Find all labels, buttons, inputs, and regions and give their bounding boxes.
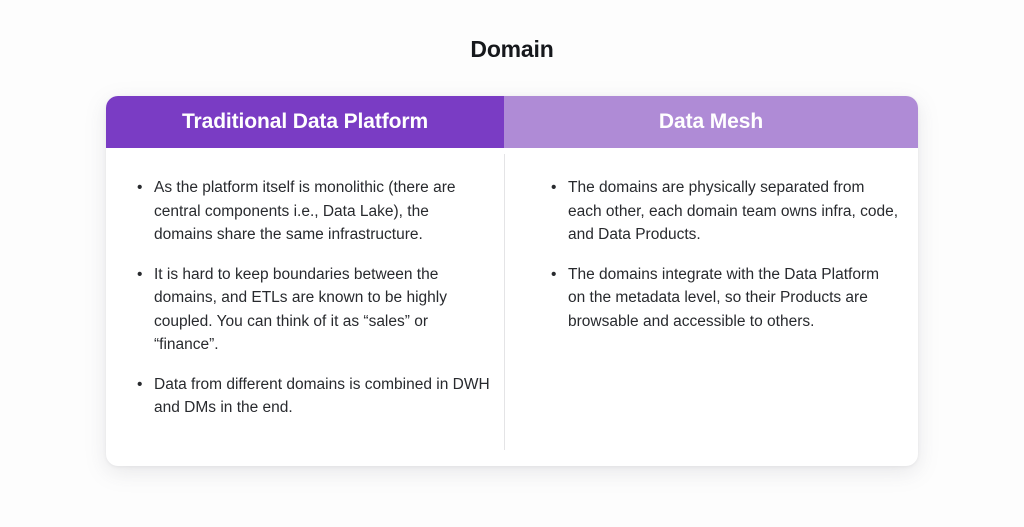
column-divider bbox=[504, 154, 505, 450]
list-item: • Data from different domains is combine… bbox=[137, 373, 490, 420]
list-item: • The domains integrate with the Data Pl… bbox=[551, 263, 900, 334]
list-item-text: As the platform itself is monolithic (th… bbox=[154, 179, 456, 243]
column-traditional-data-platform: • As the platform itself is monolithic (… bbox=[106, 148, 504, 466]
comparison-card: Traditional Data Platform Data Mesh • As… bbox=[106, 96, 918, 466]
column-header-data-mesh: Data Mesh bbox=[504, 96, 918, 148]
list-item-text: Data from different domains is combined … bbox=[154, 375, 490, 417]
bullet-list-data-mesh: • The domains are physically separated f… bbox=[551, 176, 900, 333]
list-item-text: The domains integrate with the Data Plat… bbox=[568, 265, 880, 330]
bullet-icon: • bbox=[551, 179, 557, 196]
list-item-text: The domains are physically separated fro… bbox=[568, 179, 899, 243]
list-item-text: It is hard to keep boundaries between th… bbox=[154, 265, 447, 354]
column-data-mesh: • The domains are physically separated f… bbox=[504, 148, 918, 466]
list-item: • It is hard to keep boundaries between … bbox=[137, 263, 490, 357]
list-item: • The domains are physically separated f… bbox=[551, 176, 900, 247]
bullet-icon: • bbox=[137, 375, 143, 393]
column-header-traditional-data-platform: Traditional Data Platform bbox=[106, 96, 504, 148]
bullet-list-traditional: • As the platform itself is monolithic (… bbox=[137, 176, 490, 420]
comparison-body: • As the platform itself is monolithic (… bbox=[106, 148, 918, 466]
bullet-icon: • bbox=[551, 265, 557, 283]
page-title: Domain bbox=[470, 36, 554, 62]
bullet-icon: • bbox=[137, 179, 143, 196]
comparison-header-row: Traditional Data Platform Data Mesh bbox=[106, 96, 918, 148]
list-item: • As the platform itself is monolithic (… bbox=[137, 176, 490, 247]
bullet-icon: • bbox=[137, 265, 143, 283]
